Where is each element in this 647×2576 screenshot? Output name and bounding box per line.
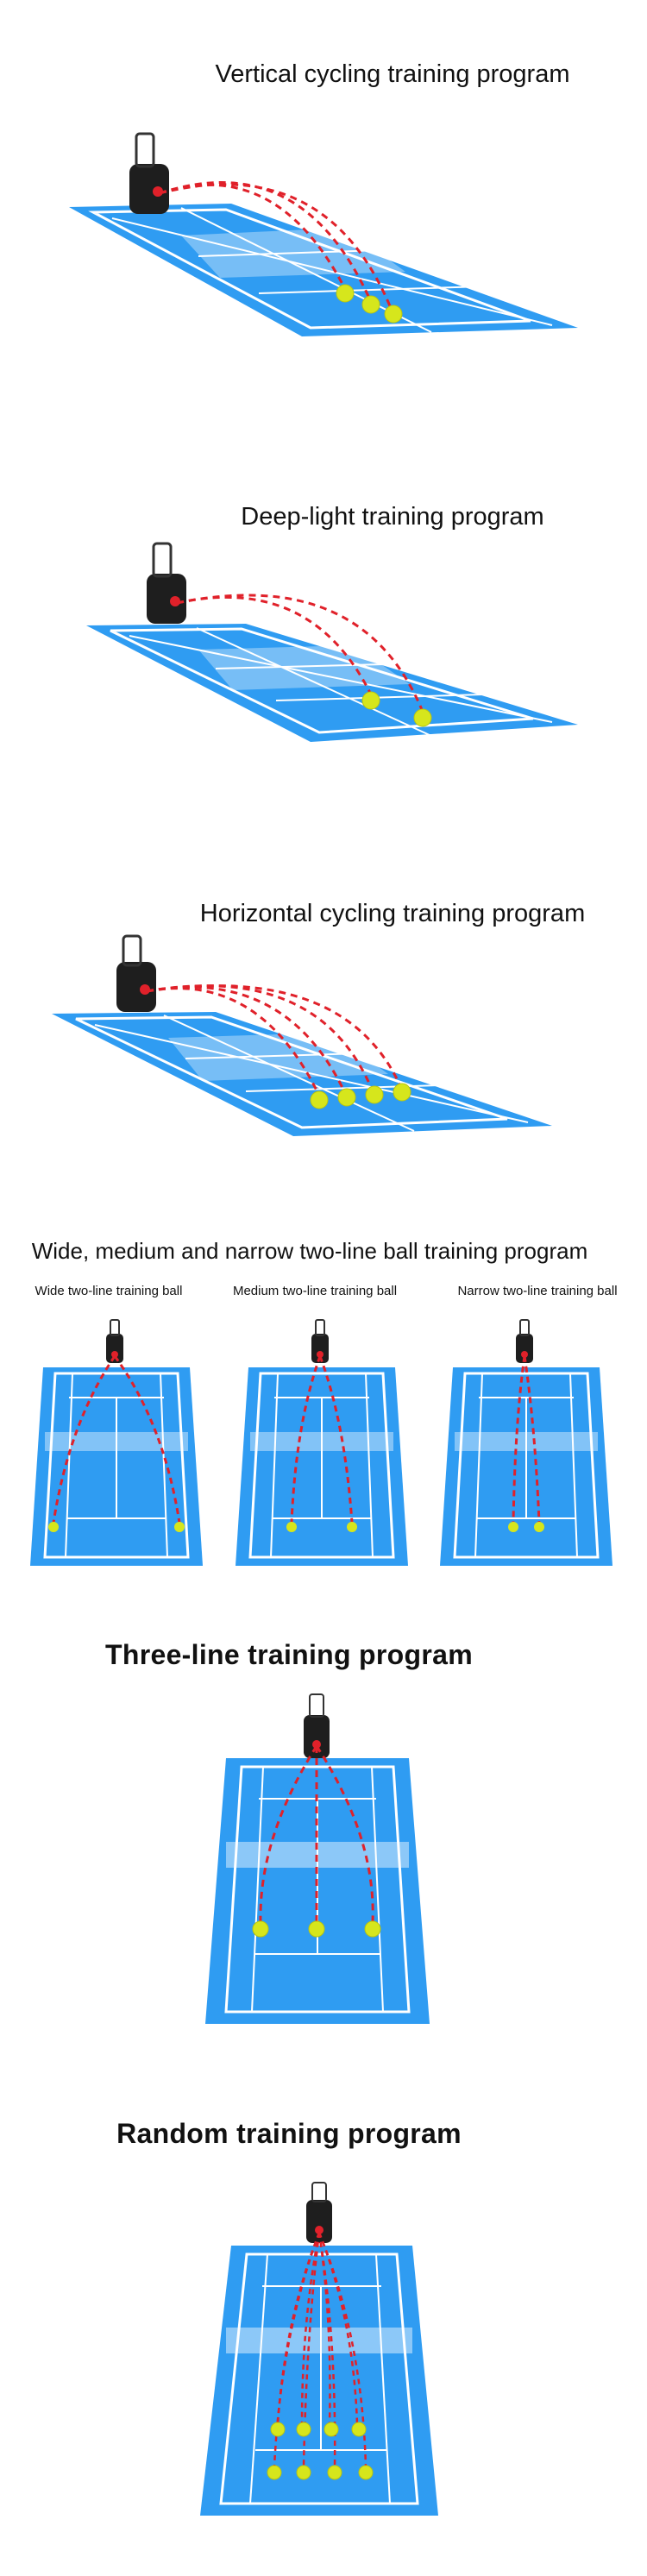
three-line-program-illustration — [205, 1693, 430, 2024]
narrow-two-line-court — [438, 1318, 614, 1568]
ball-machine-icon — [129, 132, 169, 214]
ball-machine-icon — [304, 1693, 330, 1758]
tennis-ball-icon — [310, 1083, 411, 1109]
tennis-ball-icon — [361, 691, 432, 727]
two-line-program-illustrations — [28, 1318, 614, 1568]
vertical-program-title: Vertical cycling training program — [215, 60, 570, 88]
tennis-ball-icon — [267, 2422, 374, 2480]
tennis-ball-icon — [48, 1522, 185, 1532]
random-program-illustration — [200, 2182, 438, 2516]
deep-light-program-illustration — [86, 542, 578, 742]
vertical-program-illustration — [69, 132, 578, 336]
medium-two-line-label: Medium two-line training ball — [232, 1284, 398, 1298]
ball-machine-icon — [116, 934, 156, 1012]
random-program-title: Random training program — [116, 2118, 462, 2149]
three-line-program-title: Three-line training program — [105, 1639, 473, 1670]
narrow-two-line-label: Narrow two-line training ball — [457, 1284, 618, 1298]
deep-light-program-title: Deep-light training program — [241, 503, 544, 531]
horizontal-program-illustration — [52, 934, 552, 1136]
tennis-ball-icon — [252, 1920, 381, 1938]
ball-machine-icon — [306, 2182, 332, 2243]
wide-two-line-court — [28, 1318, 204, 1568]
tennis-ball-icon — [336, 284, 403, 324]
ball-machine-icon — [147, 542, 186, 624]
tennis-ball-icon — [508, 1522, 544, 1532]
two-line-program-title: Wide, medium and narrow two-line ball tr… — [31, 1238, 588, 1264]
tennis-ball-icon — [286, 1522, 357, 1532]
horizontal-program-title: Horizontal cycling training program — [199, 900, 586, 927]
medium-two-line-court — [234, 1318, 410, 1568]
wide-two-line-label: Wide two-line training ball — [35, 1284, 183, 1298]
